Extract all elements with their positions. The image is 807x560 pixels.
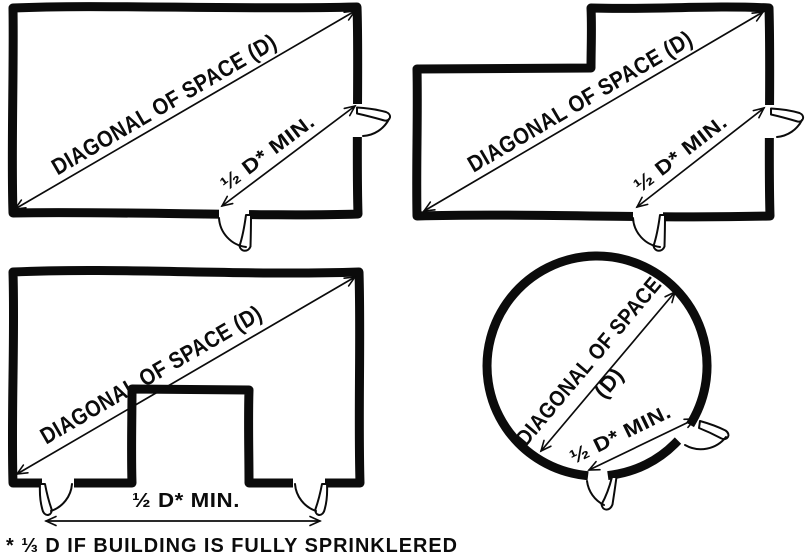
circle-plan-wall-arc-short: [607, 437, 682, 480]
diagonal-label: DIAGONAL OF SPACE (D): [36, 300, 267, 449]
diagonal-arrow: [422, 11, 765, 212]
exit-separation-label: ½ D* MIN.: [132, 490, 240, 512]
plan-u-shape: DIAGONAL OF SPACE (D) ½ D* MIN.: [7, 265, 365, 527]
footnote-text: * ⅓ D IF BUILDING IS FULLY SPRINKLERED: [6, 535, 458, 557]
door-swing-arc: [294, 483, 317, 512]
door-leaf: [238, 214, 252, 252]
door-leaf: [652, 214, 666, 252]
plan-rectangle: DIAGONAL OF SPACE (D) ½ D* MIN.: [7, 2, 391, 252]
door-swing-arc: [776, 119, 803, 138]
u-plan-walls: [7, 265, 365, 488]
door-opening: [219, 207, 249, 221]
exit-separation-arrow: [635, 106, 766, 209]
plan-circle: DIAGONAL OF SPACE (D) ½ D* MIN.: [482, 251, 730, 511]
circle-plan-wall-arc-long: [482, 251, 712, 481]
door-leaf: [698, 420, 730, 441]
door-swing-arc: [684, 436, 727, 451]
door-swing-arc: [50, 483, 73, 512]
door-opening: [293, 476, 325, 490]
door-leaf: [38, 483, 53, 516]
exit-separation-arrow: [220, 104, 357, 208]
door-swing-arc: [362, 118, 390, 137]
diagonal-arrow: [15, 276, 357, 475]
door-leaf: [600, 476, 618, 511]
door-swing-arc: [586, 480, 605, 506]
rect-plan-walls: [7, 2, 363, 220]
door-swing-arc: [218, 217, 247, 248]
diagonal-arrow: [539, 290, 677, 453]
door-opening: [633, 209, 663, 223]
plan-l-shape: DIAGONAL OF SPACE (D) ½ D* MIN.: [412, 2, 805, 252]
door-leaf: [314, 483, 329, 516]
diagonal-arrow: [13, 10, 357, 210]
door-leaf: [770, 107, 805, 123]
exit-separation-label: ½ D* MIN.: [217, 111, 320, 196]
exit-separation-arrow: [587, 418, 697, 471]
door-opening: [42, 476, 74, 490]
door-swing-arc: [632, 217, 661, 248]
exit-separation-label: ½ D* MIN.: [630, 111, 732, 197]
